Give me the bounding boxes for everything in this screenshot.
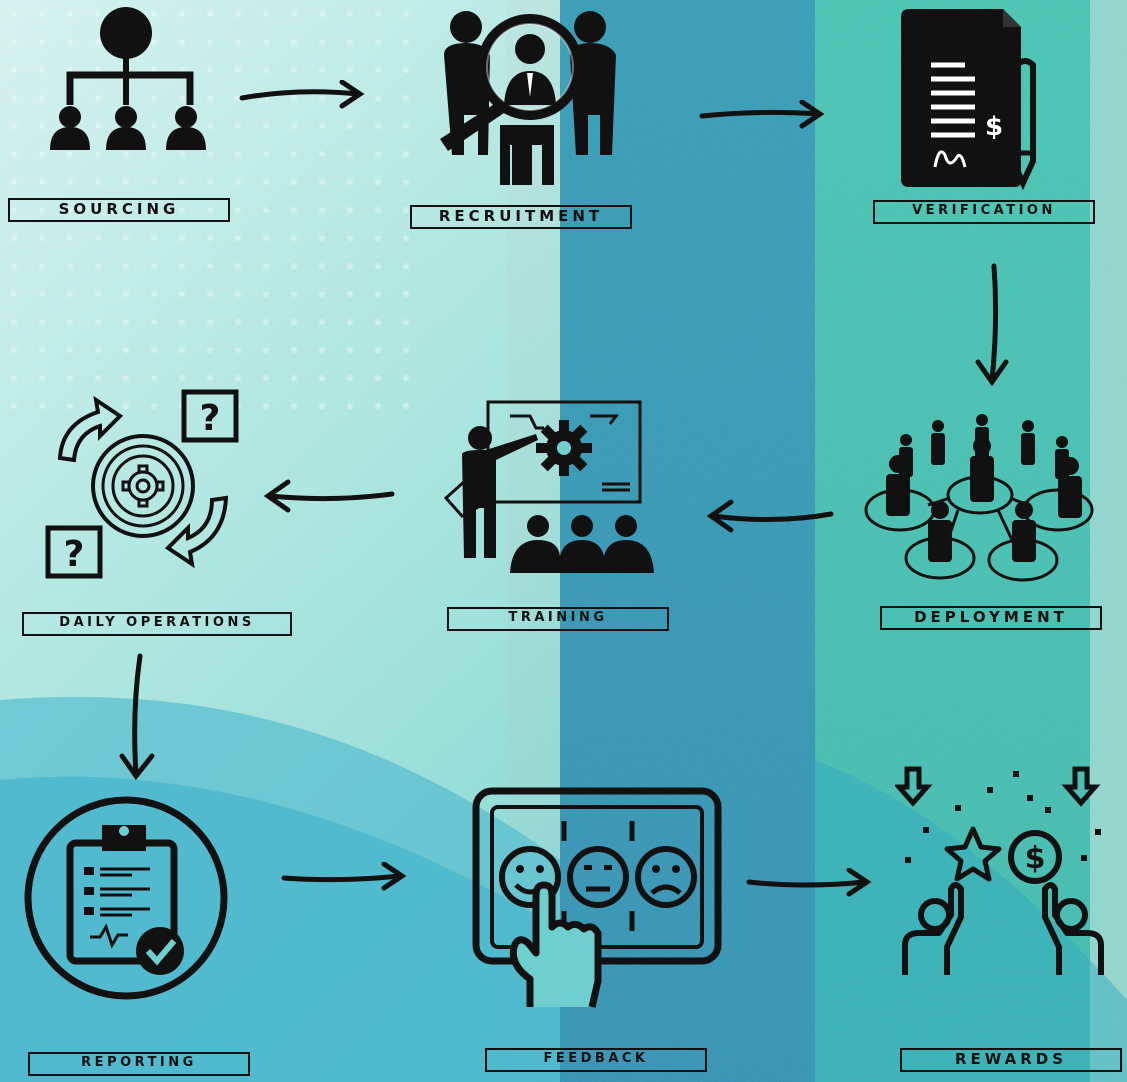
arrow-sourcing-to-recruitment: [239, 80, 365, 109]
arrow-verification-to-deployment: [975, 263, 1009, 387]
svg-text:$: $: [985, 112, 1003, 142]
step-label-verification: VERIFICATION: [873, 200, 1095, 224]
step-label-text: SOURCING: [58, 200, 180, 218]
step-label-reporting: REPORTING: [28, 1052, 250, 1076]
step-label-rewards: REWARDS: [900, 1048, 1122, 1072]
arrow-deployment-to-training: [706, 499, 834, 533]
svg-text:$: $: [1025, 841, 1046, 876]
step-label-sourcing: SOURCING: [8, 198, 230, 222]
magnifier-candidate-icon: [440, 11, 616, 185]
svg-text:?: ?: [200, 398, 221, 439]
step-label-text: RECRUITMENT: [438, 207, 604, 225]
step-label-recruitment: RECRUITMENT: [410, 205, 632, 229]
step-label-text: REWARDS: [954, 1050, 1068, 1068]
arrow-training-to-daily-operations: [263, 479, 395, 513]
step-label-text: FEEDBACK: [543, 1051, 649, 1066]
arrow-recruitment-to-verification: [699, 100, 825, 129]
gear-cycle-icon: ? ?: [45, 389, 239, 579]
svg-text:?: ?: [64, 534, 85, 575]
step-label-text: DEPLOYMENT: [914, 608, 1068, 626]
step-label-feedback: FEEDBACK: [485, 1048, 707, 1072]
rating-faces-icon: [472, 787, 722, 1008]
step-label-text: VERIFICATION: [912, 203, 1056, 218]
step-label-training: TRAINING: [447, 607, 669, 631]
network-people-icon: [864, 414, 1094, 582]
arrow-feedback-to-rewards: [746, 868, 872, 897]
org-chart-icon: [50, 7, 206, 150]
step-label-text: TRAINING: [508, 610, 608, 625]
arrow-daily-operations-to-reporting: [119, 653, 155, 781]
step-label-text: DAILY OPERATIONS: [59, 615, 255, 630]
step-label-text: REPORTING: [81, 1055, 197, 1070]
step-label-deployment: DEPLOYMENT: [880, 606, 1102, 630]
contract-document-icon: $: [901, 9, 1036, 191]
step-label-daily-operations: DAILY OPERATIONS: [22, 612, 292, 636]
clipboard-report-icon: [24, 796, 228, 1000]
arrow-reporting-to-feedback: [281, 862, 407, 891]
presentation-training-icon: [443, 400, 654, 573]
rewards-people-icon: $: [895, 766, 1104, 975]
